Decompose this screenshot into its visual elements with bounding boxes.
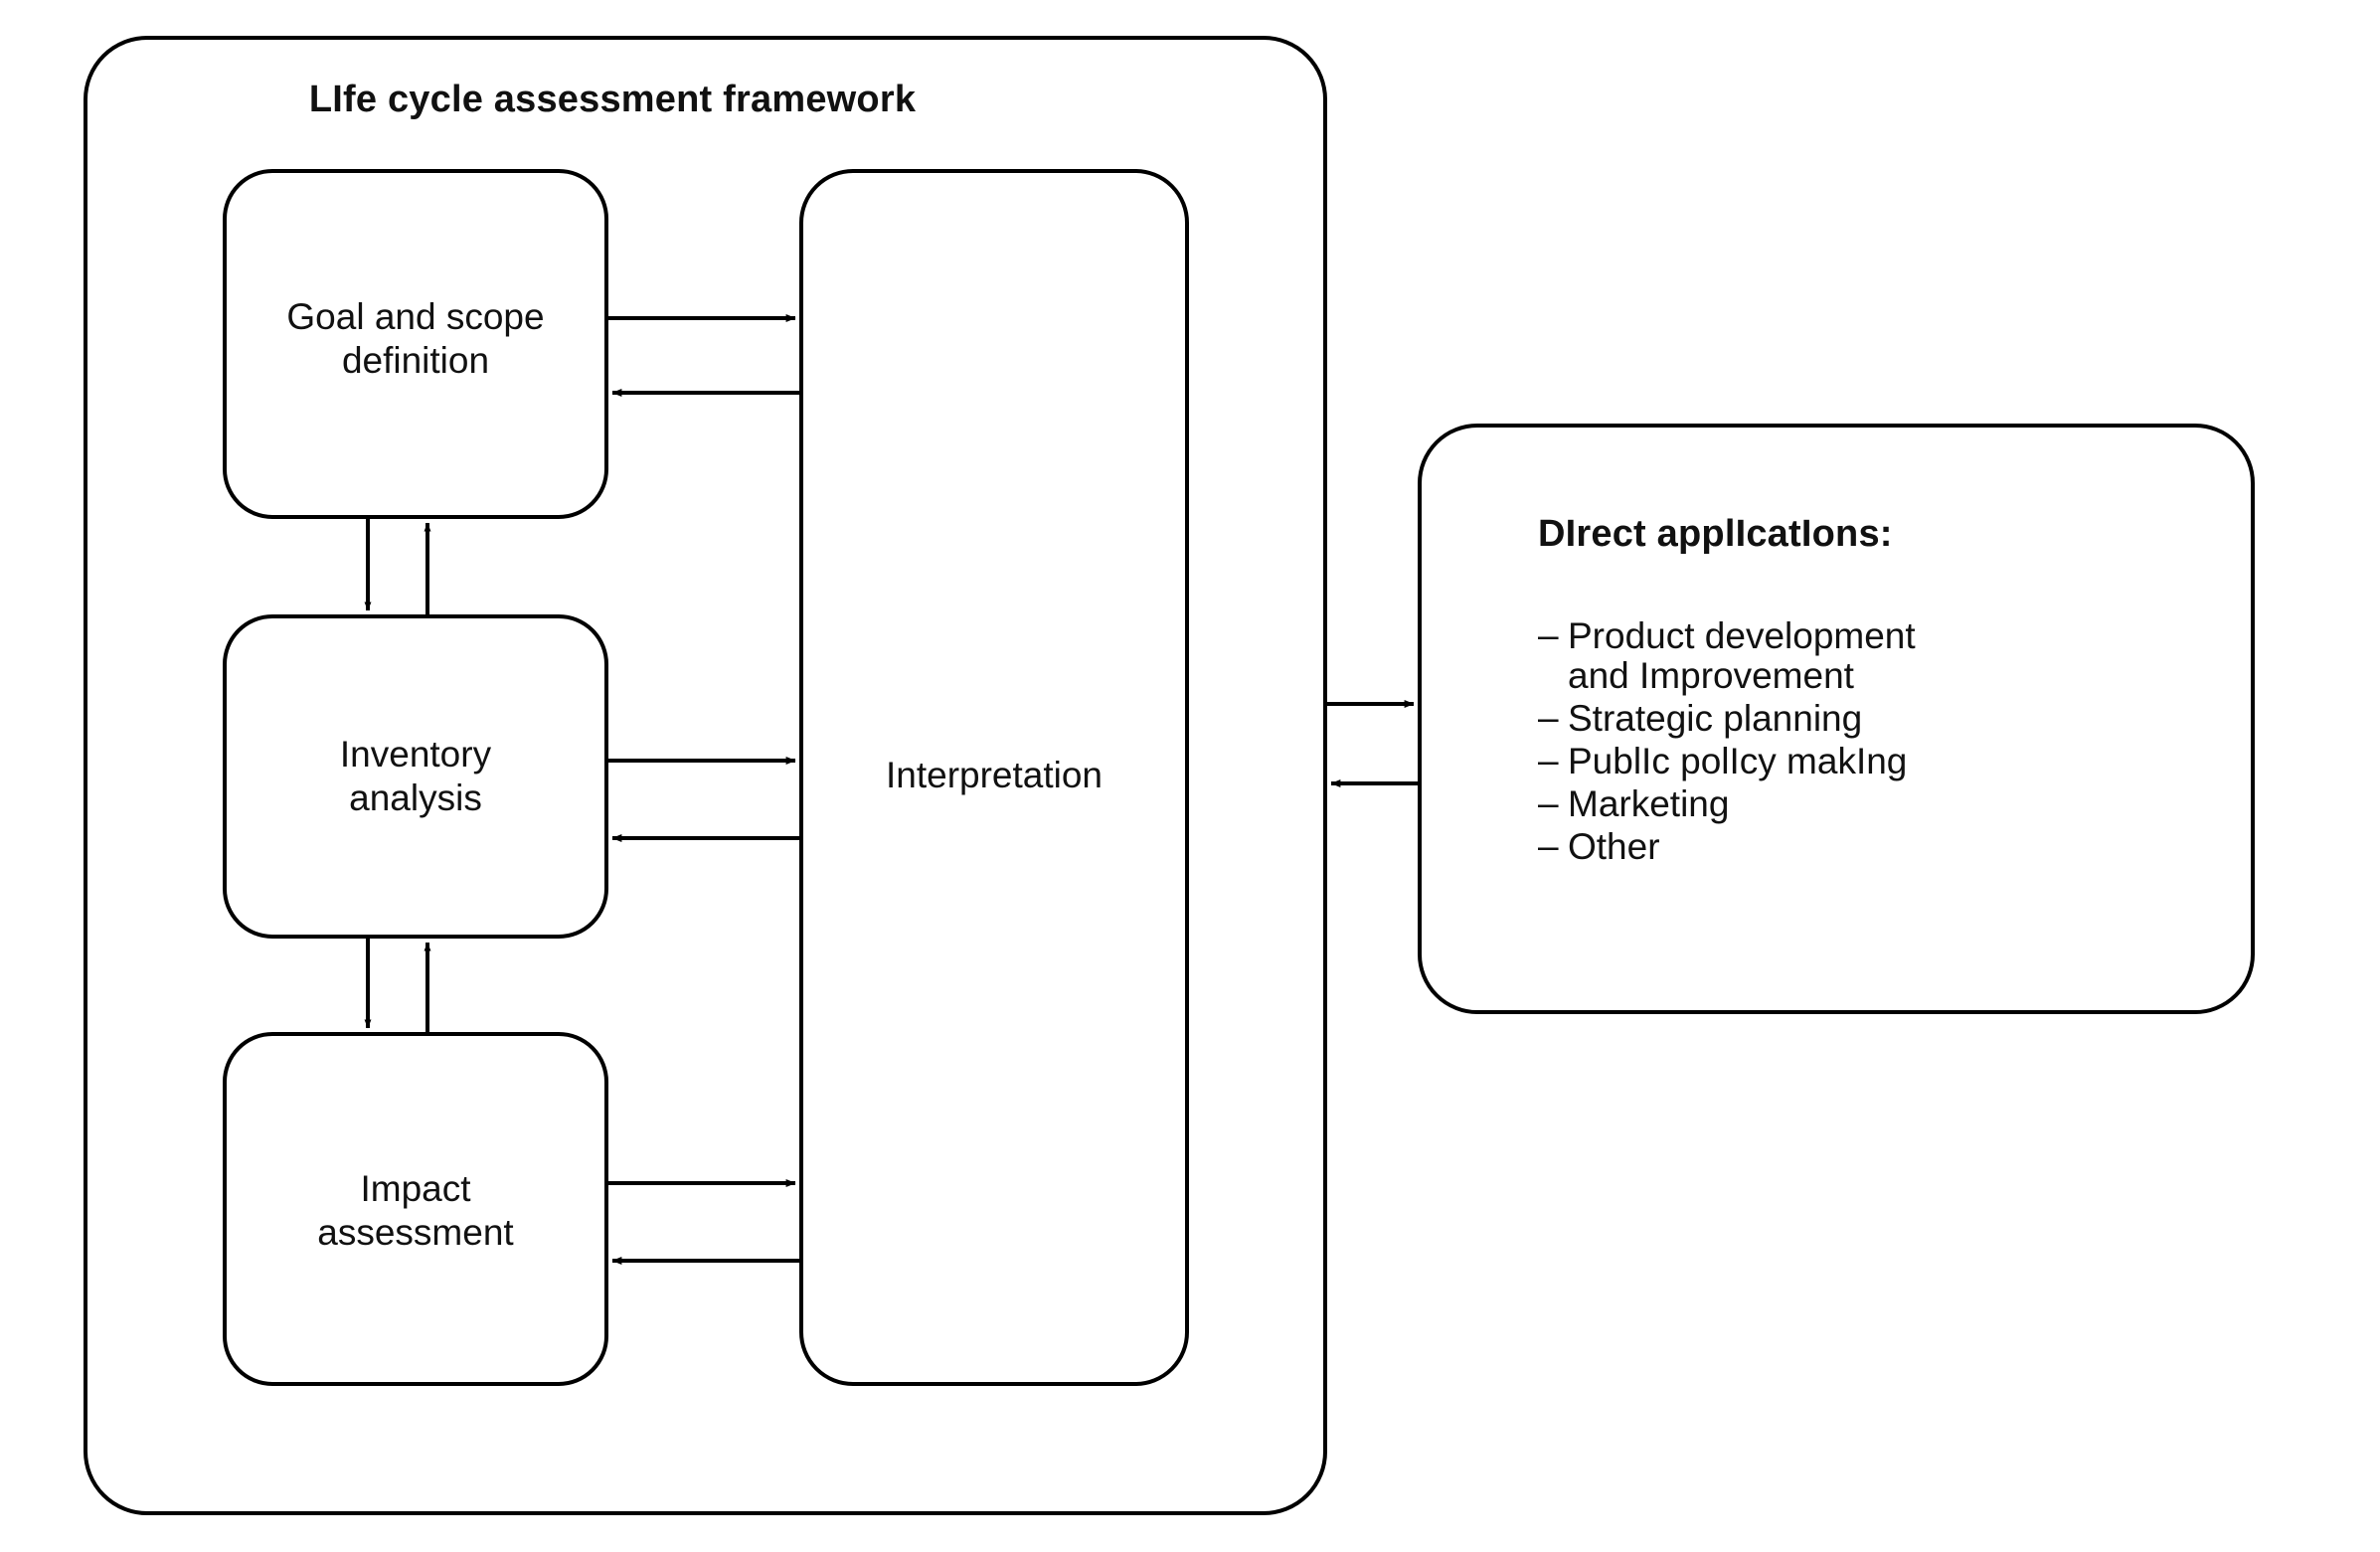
inventory-analysis-box bbox=[223, 614, 608, 939]
list-item: – Other bbox=[1538, 824, 2234, 867]
direct-applications-box bbox=[1418, 424, 2255, 1014]
list-dash: – bbox=[1538, 739, 1559, 780]
impact-assessment-box bbox=[223, 1032, 608, 1386]
list-item-text: Strategic planning bbox=[1568, 697, 1863, 739]
list-dash: – bbox=[1538, 781, 1559, 823]
list-dash: – bbox=[1538, 696, 1559, 738]
list-dash: – bbox=[1538, 614, 1559, 655]
goal-and-scope-definition-label: Goal and scope definition bbox=[286, 296, 545, 381]
direct-applications-list: – Product development and Improvement – … bbox=[1538, 616, 2234, 870]
list-item: – PublIc polIcy makIng bbox=[1538, 739, 2234, 781]
list-item-text: PublIc polIcy makIng bbox=[1568, 740, 1908, 781]
interpretation-label: Interpretation bbox=[885, 755, 1104, 795]
direct-applications-title: DIrect applIcatIons: bbox=[1538, 513, 1893, 555]
list-item-text: Product development and Improvement bbox=[1568, 615, 1916, 696]
framework-title: LIfe cycle assessment framework bbox=[308, 79, 917, 120]
list-dash: – bbox=[1538, 824, 1559, 866]
framework-container bbox=[84, 36, 1327, 1515]
inventory-analysis-label: Inventory analysis bbox=[339, 734, 492, 818]
impact-assessment-label: Impact assessment bbox=[317, 1168, 514, 1253]
goal-and-scope-definition-box bbox=[223, 169, 608, 519]
interpretation-box bbox=[799, 169, 1189, 1386]
list-item: – Strategic planning bbox=[1538, 696, 2234, 739]
list-item: – Marketing bbox=[1538, 781, 2234, 824]
list-item-text: Other bbox=[1568, 825, 1660, 867]
list-item: – Product development and Improvement bbox=[1538, 616, 2234, 696]
list-item-text: Marketing bbox=[1568, 782, 1730, 824]
